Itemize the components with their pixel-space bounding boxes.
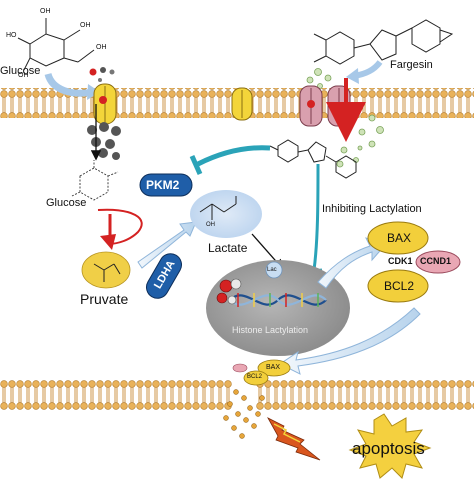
histone-lactylation-label: Histone Lactylation (232, 325, 309, 335)
glucose-dot-grey-3 (98, 78, 102, 82)
pink-transporter-1 (299, 85, 323, 127)
histone-beads (216, 278, 242, 305)
fargesin-entry-arrowhead (346, 68, 359, 84)
glucose-dot-grey-2 (109, 69, 115, 75)
pyruvate-structure (93, 263, 121, 282)
ccnd1-protein (415, 250, 461, 274)
ccnd1-label: CCND1 (420, 256, 452, 266)
apoptosis-label: apoptosis (352, 439, 425, 458)
glucose-structure-mid (71, 160, 119, 201)
glycolysis-arrow (97, 208, 143, 245)
oh-label-1: OH (40, 8, 51, 15)
dna-helix (229, 293, 327, 307)
fargesin-label: Fargesin (390, 59, 433, 71)
bcl2-label: BCL2 (384, 279, 415, 293)
glucose-structure-top (17, 18, 95, 71)
pkm2-enzyme (139, 173, 193, 197)
glucose-molecules-inside (87, 122, 121, 160)
cell-membrane-bottom-right (256, 380, 474, 410)
fargesin-intracellular (269, 139, 357, 179)
oh-label-4: OH (96, 44, 107, 51)
oh-label-2: OH (80, 22, 91, 29)
glucose-uptake-arrowhead (87, 84, 100, 100)
lactate-blob (190, 190, 262, 238)
glucose-uptake-arrow (44, 72, 93, 97)
ccnd1-small (232, 363, 248, 373)
pkm2-inhibition-arrow (196, 145, 271, 167)
glucose-dot-red (89, 68, 97, 76)
bcl2-protein (367, 269, 429, 303)
ldha-enzyme (146, 253, 182, 299)
membrane-channel-middle (231, 87, 253, 121)
lightning-bolt-highlight (273, 423, 301, 443)
bax-small-label: BAX (266, 364, 281, 371)
lactate-oh-label: OH (206, 222, 215, 228)
lac-marker (265, 261, 283, 279)
inhibiting-lactylation-label: Inhibiting Lactylation (322, 203, 422, 215)
released-molecules (223, 389, 265, 439)
bax-small (257, 359, 291, 377)
apoptosis-burst (348, 413, 432, 479)
fargesin-structure (313, 19, 454, 65)
oh-label-3: HO (6, 32, 17, 39)
lactate-structure (199, 196, 237, 220)
bax-protein (367, 221, 429, 255)
lac-label: Lac (267, 267, 277, 273)
glycolysis-arrowhead (100, 234, 116, 250)
oh-label-5: OH (18, 72, 29, 79)
pyruvate-blob (81, 251, 131, 289)
bcl2-small-label: BCL2 (247, 374, 263, 380)
glucose-label-mid: Glucose (46, 197, 87, 209)
lactylation-inhibition-line (312, 163, 320, 271)
cdk1-label: CDK1 (388, 256, 413, 266)
pruvate-label: Pruvate (80, 291, 129, 307)
bcl2-small (243, 370, 269, 386)
bax-label: BAX (387, 231, 412, 245)
glucose-transporter (93, 83, 117, 125)
lactate-label: Lactate (208, 241, 248, 255)
pkm2-inhibition-bar (189, 154, 203, 176)
nucleus (206, 260, 350, 356)
glucose-dot-grey-1 (100, 67, 106, 73)
lactate-production-arrow (137, 221, 197, 269)
cell-membrane-bottom-left (0, 380, 232, 410)
glucose-label-top: Glucose (0, 65, 41, 77)
pkm2-label: PKM2 (146, 178, 180, 192)
fargesin-molecules (306, 68, 384, 168)
